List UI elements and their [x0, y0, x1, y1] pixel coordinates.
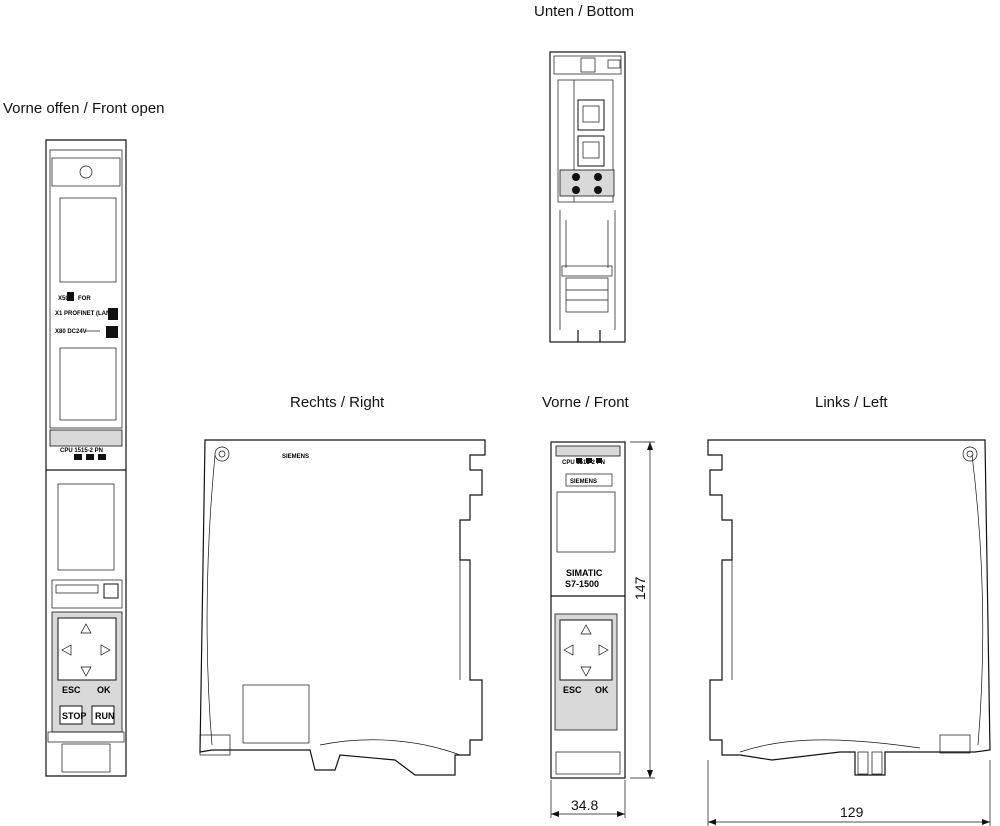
- svg-text:X1 PROFINET (LAN): X1 PROFINET (LAN): [55, 311, 112, 317]
- bottom-view: [549, 51, 626, 343]
- front-esc-label: ESC: [563, 685, 582, 695]
- dimension-width-label: 34.8: [571, 797, 599, 813]
- left-view: [707, 439, 991, 826]
- view-label-right: Rechts / Right: [290, 394, 385, 411]
- svg-text:CPU 1515-2 PN: CPU 1515-2 PN: [562, 460, 605, 466]
- view-label-left: Links / Left: [815, 394, 888, 411]
- svg-text:X80 DC24V: X80 DC24V: [55, 329, 87, 335]
- view-label-bottom: Unten / Bottom: [534, 3, 635, 20]
- front-brand-line2: S7-1500: [565, 579, 599, 589]
- svg-text:X50: X50: [58, 296, 69, 302]
- svg-text:CPU 1515-2 PN: CPU 1515-2 PN: [60, 448, 103, 454]
- view-label-front-open: Vorne offen / Front open: [3, 100, 165, 117]
- rj45-port-p1: [577, 99, 605, 131]
- svg-text:FOR: FOR: [78, 296, 91, 302]
- svg-text:SIEMENS: SIEMENS: [282, 454, 309, 460]
- view-label-front: Vorne / Front: [542, 394, 629, 411]
- front-open-run-label: RUN: [95, 711, 115, 721]
- front-ok-label: OK: [595, 685, 609, 695]
- front-view: CPU 1515-2 PN SIEMENS SIMATIC S7-1500 ES…: [550, 441, 655, 818]
- dimension-depth-label: 129: [840, 804, 864, 820]
- front-brand-line1: SIMATIC: [566, 568, 603, 578]
- svg-text:SIEMENS: SIEMENS: [570, 479, 597, 485]
- front-open-ok-label: OK: [97, 685, 111, 695]
- front-open-view: X50 FOR X1 PROFINET (LAN) X80 DC24V CPU …: [45, 139, 127, 777]
- right-view: SIEMENS: [199, 439, 486, 776]
- rj45-port-p2: [577, 135, 605, 167]
- front-open-esc-label: ESC: [62, 685, 81, 695]
- front-open-stop-label: STOP: [62, 711, 86, 721]
